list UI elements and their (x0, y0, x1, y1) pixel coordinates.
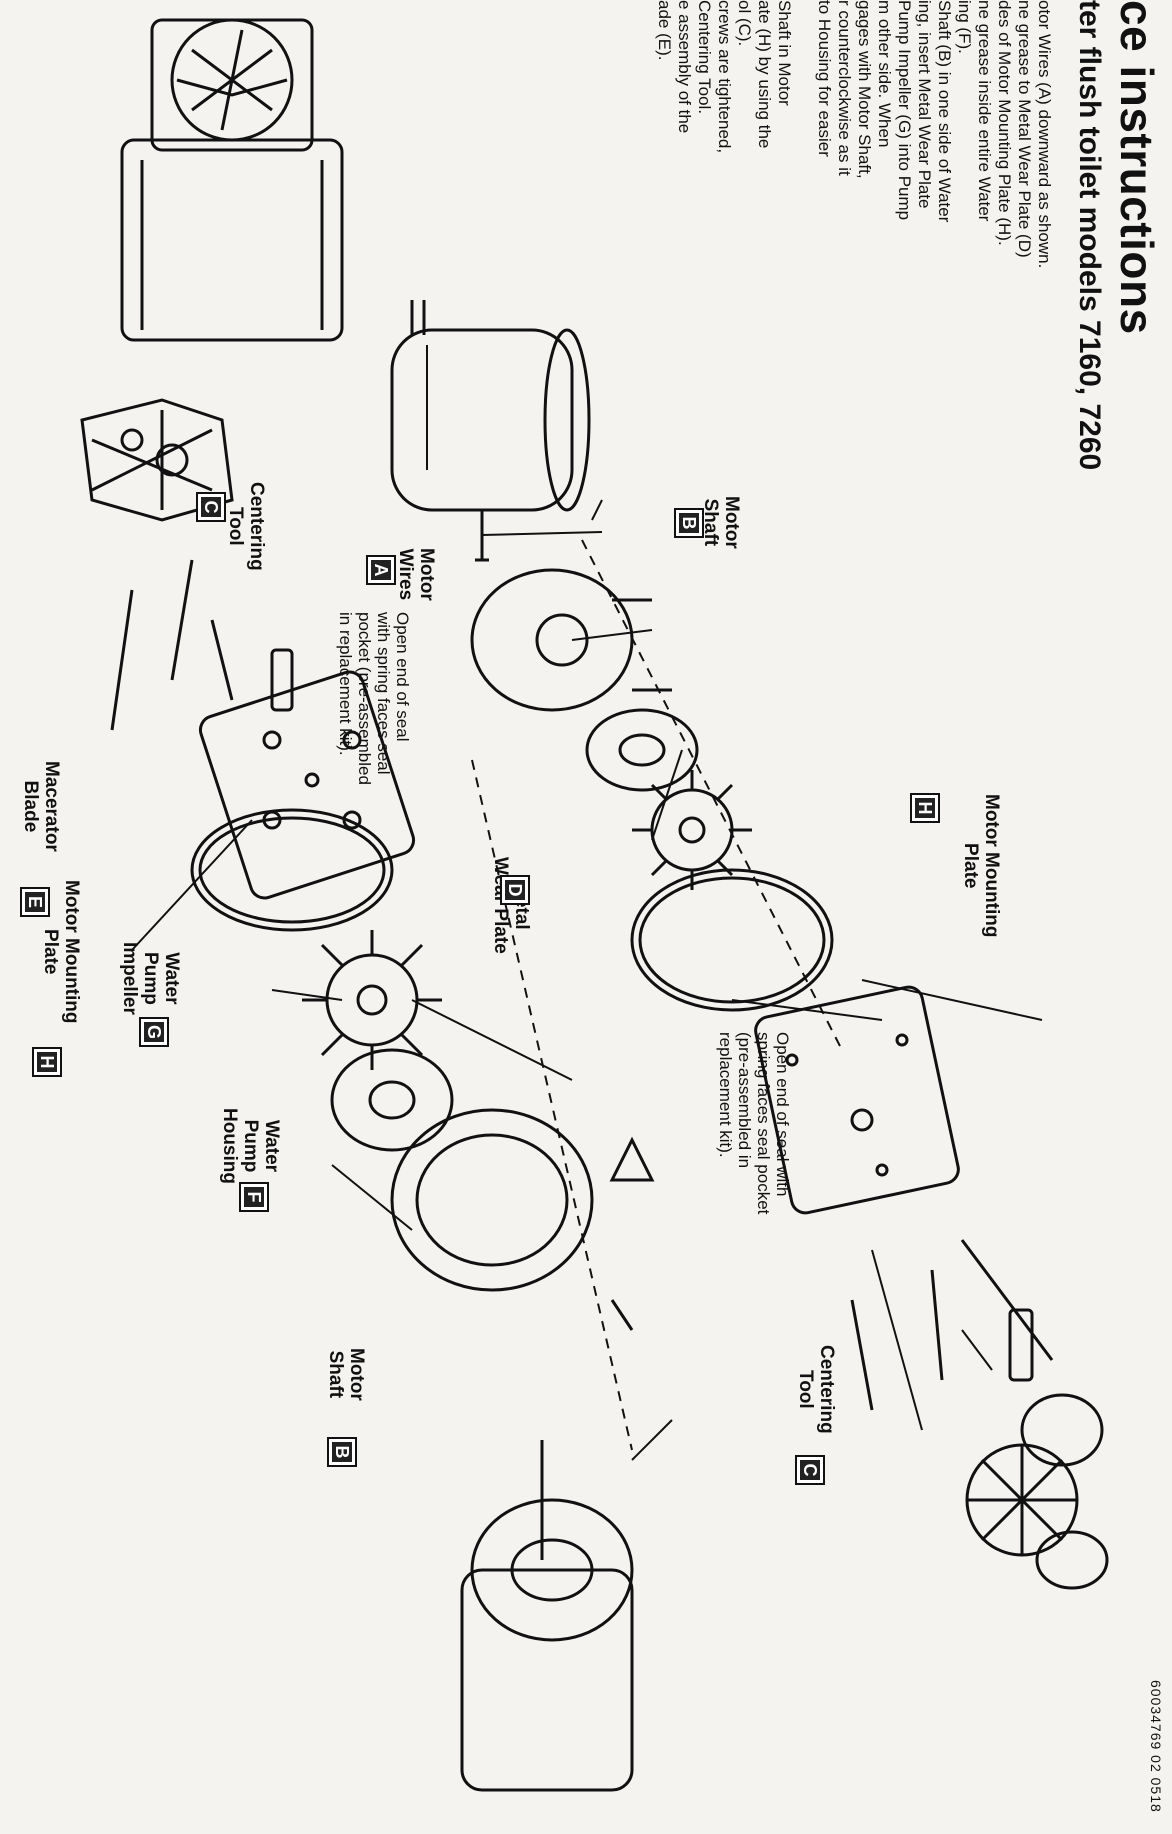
tag-d: D (500, 875, 530, 905)
motor-assembly-icon (120, 18, 344, 342)
mounting-plate-right-icon (754, 985, 960, 1215)
tag-f-letter: F (244, 1187, 264, 1207)
document-code: 60034769 02 0518 (1148, 1680, 1164, 1813)
seal-note-left: Open end of seal with spring faces seal … (336, 612, 412, 785)
tag-g-letter: G (144, 1022, 164, 1042)
seal-note-left-text: Open end of seal with spring faces seal … (336, 612, 412, 785)
screws-right-icon (850, 1239, 1054, 1411)
o-ring-icon (630, 868, 834, 1012)
label-motor-shaft-bottom: Motor Shaft (325, 1348, 367, 1401)
label-motor-mounting-plate-top-text: Motor Mounting Plate (960, 794, 1002, 938)
macerator-blade-icon (80, 398, 234, 522)
label-centering-tool-left: Centering Tool (225, 482, 267, 571)
tag-h-top: H (910, 793, 940, 823)
wear-plate-icon (585, 708, 699, 792)
label-motor-shaft-top: Motor Shaft (700, 496, 742, 549)
tag-b-bottom-letter: B (332, 1442, 352, 1462)
tag-a: A (366, 555, 396, 585)
impeller-icon (632, 770, 752, 890)
label-macerator-blade: Macerator Blade (20, 761, 62, 852)
motor-icon (390, 300, 591, 562)
label-centering-tool-left-text: Centering Tool (225, 482, 267, 571)
tag-a-letter: A (371, 560, 391, 580)
tag-h-bottom-letter: H (37, 1052, 57, 1072)
wear-plate-bottom-icon (330, 1048, 454, 1152)
label-centering-tool-right-text: Centering Tool (795, 1345, 837, 1434)
screws-icon (110, 559, 294, 731)
tag-b-bottom: B (327, 1437, 357, 1467)
label-water-pump-impeller-text: Water Pump Impeller (119, 942, 182, 1015)
label-motor-shaft-top-text: Motor Shaft (700, 496, 742, 549)
label-motor-shaft-bottom-text: Motor Shaft (325, 1348, 367, 1401)
o-ring-bottom-icon (190, 808, 394, 932)
tag-d-letter: D (505, 880, 525, 900)
label-motor-mounting-plate-top: Motor Mounting Plate (960, 794, 1002, 938)
label-water-pump-housing-text: Water Pump Housing (219, 1108, 282, 1184)
label-motor-wires-text: Motor Wires (395, 548, 437, 601)
seal-note-right: Open end of seal with spring faces seal … (716, 1032, 792, 1214)
label-macerator-blade-text: Macerator Blade (20, 761, 62, 852)
label-motor-wires: Motor Wires (395, 548, 437, 601)
label-metal-wear-plate: Metal Wear Plate (490, 857, 532, 954)
tag-f: F (239, 1182, 269, 1212)
tag-g: G (139, 1017, 169, 1047)
tag-h-bottom: H (32, 1047, 62, 1077)
label-metal-wear-plate-text: Metal Wear Plate (490, 857, 532, 954)
motor-bottom-icon (460, 1440, 634, 1792)
label-water-pump-housing: Water Pump Housing (219, 1108, 282, 1184)
label-motor-mounting-plate-bottom-text: Motor Mounting Plate (40, 880, 82, 1024)
water-pump-housing-icon (390, 1108, 655, 1331)
label-motor-mounting-plate-bottom: Motor Mounting Plate (40, 880, 82, 1024)
macerator-blade-right-icon (965, 1393, 1109, 1590)
tag-c-left-letter: C (201, 497, 221, 517)
seal-note-right-text: Open end of seal with spring faces seal … (716, 1032, 792, 1215)
tag-b-top-letter: B (679, 513, 699, 533)
tag-h-top-letter: H (915, 798, 935, 818)
label-centering-tool-right: Centering Tool (795, 1345, 837, 1434)
impeller-bottom-icon (302, 930, 442, 1070)
tag-c-right: C (795, 1455, 825, 1485)
tag-c-right-letter: C (800, 1460, 820, 1480)
label-water-pump-impeller: Water Pump Impeller (119, 942, 182, 1015)
tag-c-left: C (196, 492, 226, 522)
tag-b-top: B (674, 508, 704, 538)
